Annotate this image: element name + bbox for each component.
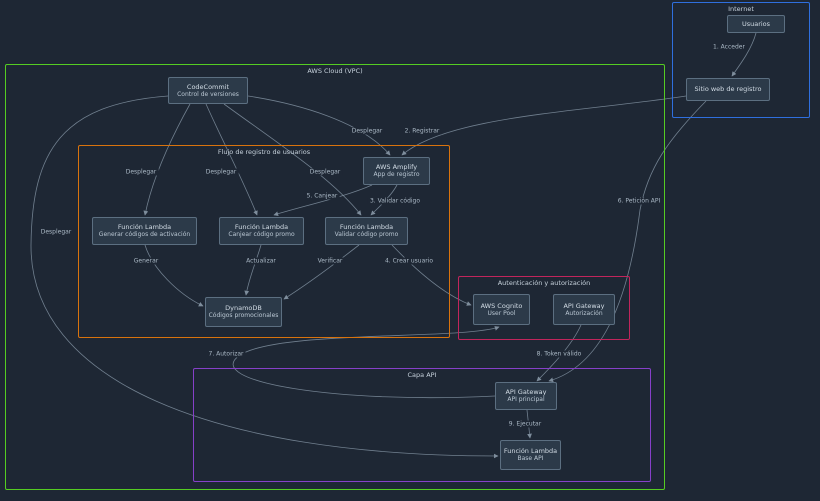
edge-label-actualizar: Actualizar	[244, 257, 278, 265]
edge-codecommit-lambda-validar	[223, 103, 362, 216]
edge-label-desplegar-generar: Desplegar	[123, 168, 159, 176]
edge-label-verificar: Verificar	[315, 257, 345, 265]
node-apigw-principal[interactable]: API Gateway API principal	[495, 382, 557, 410]
container-flujo-registro: Flujo de registro de usuarios	[78, 145, 450, 338]
node-codecommit[interactable]: CodeCommit Control de versiones	[168, 77, 248, 104]
node-apigw-principal-title: API Gateway	[505, 388, 547, 397]
node-apigw-autorizacion-subtitle: Autorización	[565, 309, 603, 317]
edge-sitio-amplify	[401, 95, 687, 156]
node-dynamodb-title: DynamoDB	[225, 304, 262, 313]
node-aws-amplify-subtitle: App de registro	[373, 171, 420, 179]
node-lambda-canjear-title: Función Lambda	[234, 223, 289, 232]
node-lambda-base-api[interactable]: Función Lambda Base API	[500, 440, 561, 470]
node-aws-amplify[interactable]: AWS Amplify App de registro	[363, 157, 430, 185]
node-lambda-canjear[interactable]: Función Lambda Canjear código promo	[219, 217, 304, 245]
edge-label-token-valido: 8. Token válido	[534, 350, 584, 358]
edge-validar-cognito	[391, 244, 472, 306]
edge-label-desplegar-canjear: Desplegar	[203, 168, 239, 176]
node-lambda-base-api-subtitle: Base API	[517, 455, 544, 463]
edge-label-canjear: 5. Canjear	[304, 192, 340, 200]
node-sitio-web-registro-label: Sitio web de registro	[694, 85, 762, 94]
edge-generar-dynamodb	[144, 244, 204, 307]
edge-label-ejecutar: 9. Ejecutar	[506, 420, 544, 428]
edge-label-desplegar-validar: Desplegar	[307, 168, 343, 176]
edge-codecommit-lambda-canjear	[205, 103, 258, 216]
node-lambda-base-api-title: Función Lambda	[503, 447, 558, 456]
node-apigw-autorizacion[interactable]: API Gateway Autorización	[553, 294, 615, 325]
node-lambda-canjear-subtitle: Canjear código promo	[228, 231, 295, 239]
node-lambda-generar-title: Función Lambda	[117, 223, 172, 232]
node-apigw-autorizacion-title: API Gateway	[563, 301, 605, 310]
node-dynamodb[interactable]: DynamoDB Códigos promocionales	[205, 297, 282, 327]
container-aws-vpc-label: AWS Cloud (VPC)	[307, 67, 363, 75]
container-internet: Internet	[672, 2, 810, 118]
container-autenticacion-label: Autenticación y autorización	[497, 279, 591, 287]
node-codecommit-title: CodeCommit	[186, 82, 230, 91]
node-lambda-validar-subtitle: Validar código promo	[334, 231, 399, 239]
edge-label-acceder: 1. Acceder	[711, 43, 747, 51]
edge-sitio-apigw-main	[548, 100, 707, 383]
node-usuarios-label: Usuarios	[741, 19, 771, 28]
edge-label-desplegar-base: Desplegar	[38, 228, 74, 236]
node-cognito[interactable]: AWS Cognito User Pool	[473, 294, 530, 325]
container-flujo-registro-label: Flujo de registro de usuarios	[217, 148, 311, 156]
edge-label-peticion-api: 6. Petición API	[615, 197, 663, 205]
node-dynamodb-subtitle: Códigos promocionales	[208, 312, 279, 320]
container-autenticacion: Autenticación y autorización	[458, 276, 630, 340]
edge-label-generar: Generar	[131, 257, 161, 265]
node-lambda-generar[interactable]: Función Lambda Generar códigos de activa…	[92, 217, 197, 245]
edge-canjear-dynamodb	[244, 244, 262, 296]
node-usuarios[interactable]: Usuarios	[727, 15, 785, 33]
container-capa-api-label: Capa API	[407, 371, 437, 379]
edge-label-registrar: 2. Registrar	[402, 127, 442, 135]
node-apigw-principal-subtitle: API principal	[507, 396, 545, 404]
edge-label-desplegar-amplify: Desplegar	[349, 127, 385, 135]
edge-codecommit-amplify	[247, 95, 391, 156]
node-sitio-web-registro[interactable]: Sitio web de registro	[686, 78, 770, 101]
node-aws-amplify-title: AWS Amplify	[375, 163, 418, 172]
edge-usuarios-sitio	[731, 32, 757, 77]
node-lambda-validar[interactable]: Función Lambda Validar código promo	[325, 217, 408, 245]
node-lambda-validar-title: Función Lambda	[339, 223, 394, 232]
edge-validar-dynamodb	[283, 244, 360, 300]
node-cognito-title: AWS Cognito	[480, 301, 523, 310]
container-internet-label: Internet	[728, 5, 754, 13]
edge-codecommit-lambda-base	[30, 95, 499, 459]
node-codecommit-subtitle: Control de versiones	[177, 90, 239, 98]
node-cognito-subtitle: User Pool	[487, 309, 516, 317]
edge-label-validar-codigo: 3. Validar código	[367, 197, 423, 205]
container-aws-vpc: AWS Cloud (VPC)	[5, 64, 665, 490]
edge-label-autorizar: 7. Autorizar	[206, 350, 246, 358]
node-lambda-generar-subtitle: Generar códigos de activación	[98, 231, 191, 239]
edge-label-crear-usuario: 4. Crear usuario	[382, 257, 436, 265]
edge-codecommit-lambda-generar	[143, 103, 191, 216]
edge-amplify-lambda-canjear	[273, 184, 373, 217]
container-capa-api: Capa API	[193, 368, 651, 482]
